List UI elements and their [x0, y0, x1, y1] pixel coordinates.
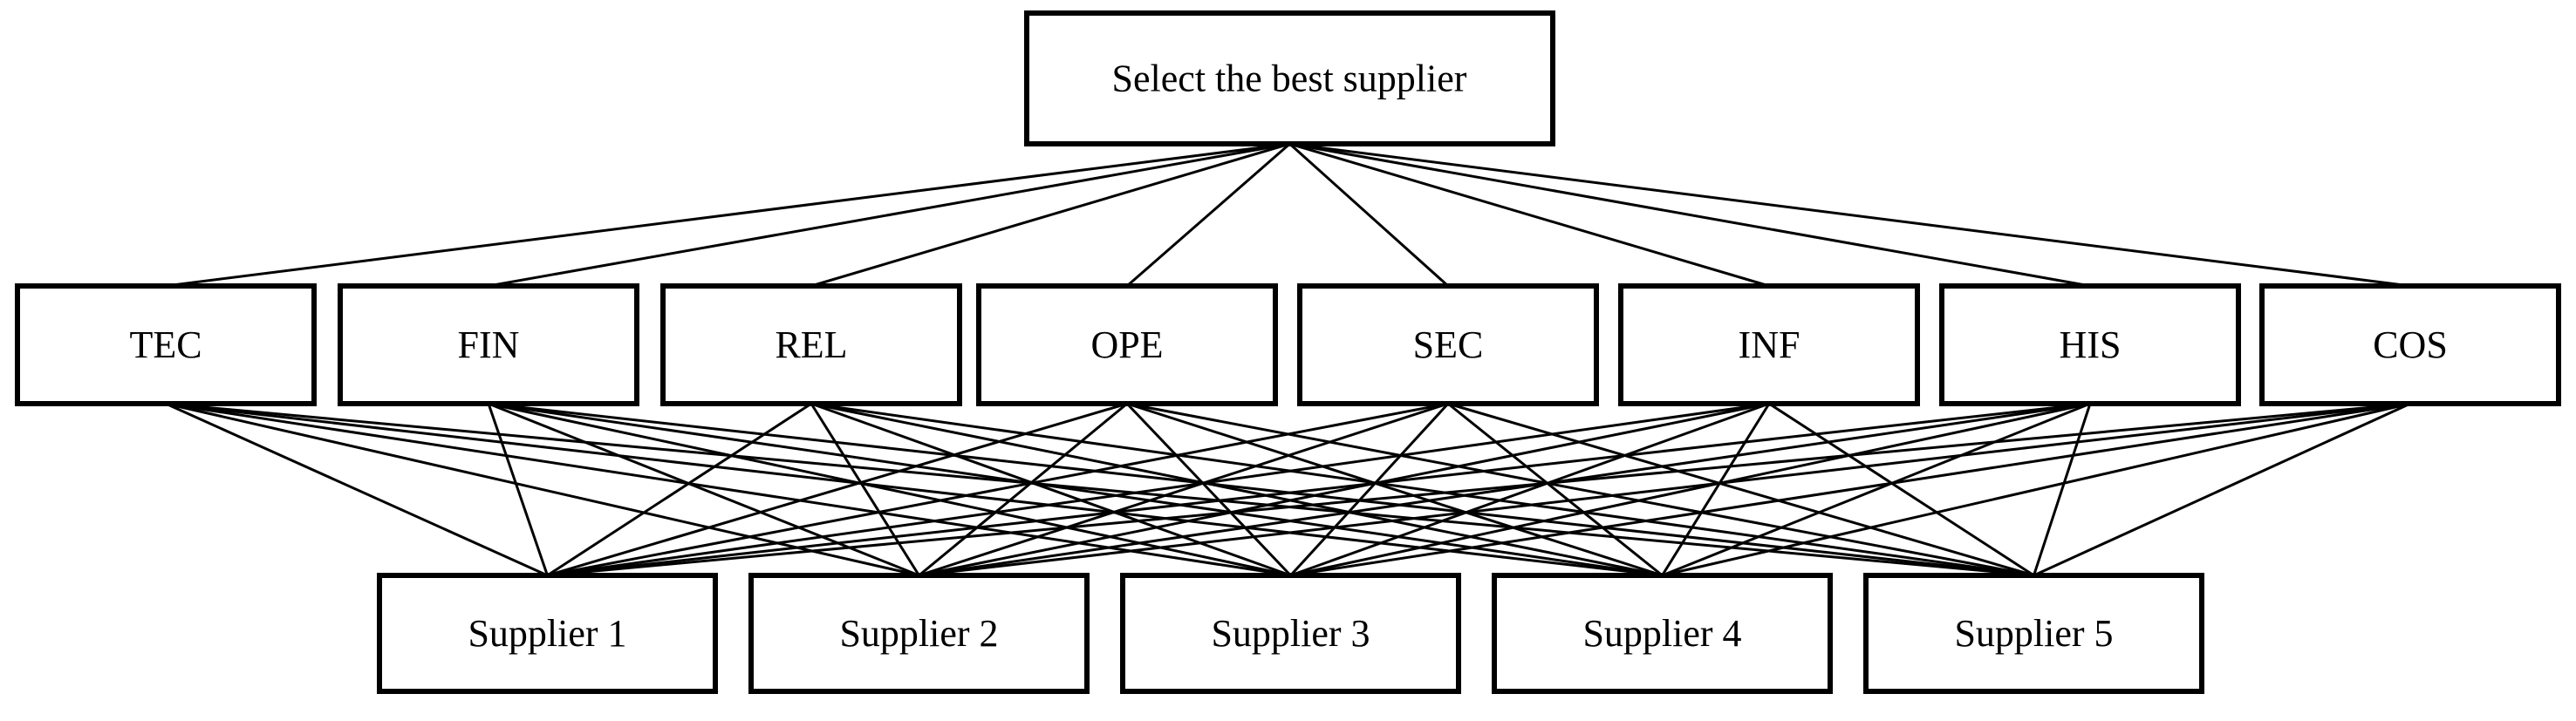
alternative-box-supplier-2	[748, 573, 1090, 694]
edge-goal-to-criterion-7	[1289, 142, 2411, 288]
alternative-node-supplier-4: Supplier 4	[1492, 573, 1833, 694]
edge-criterion-5-to-alternative-0	[547, 402, 1770, 577]
criterion-box-his	[1939, 283, 2241, 406]
edge-criterion-3-to-alternative-1	[918, 402, 1128, 577]
alternative-box-supplier-1	[377, 573, 718, 694]
edge-criterion-4-to-alternative-0	[547, 402, 1449, 577]
edge-criterion-3-to-alternative-2	[1125, 402, 1292, 577]
goal-node: Select the best supplier	[1024, 10, 1555, 146]
alternative-label-supplier-1: Supplier 1	[468, 612, 626, 655]
alternative-box-supplier-4	[1492, 573, 1833, 694]
edge-goal-to-criterion-4	[1288, 142, 1450, 288]
edge-criterion-7-to-alternative-4	[2033, 402, 2411, 577]
edge-criterion-5-to-alternative-4	[1768, 402, 2035, 577]
alternative-label-supplier-4: Supplier 4	[1582, 612, 1741, 655]
edge-criterion-4-to-alternative-2	[1289, 402, 1450, 577]
edge-criterion-5-to-alternative-3	[1661, 403, 1771, 576]
edge-goal-to-criterion-3	[1126, 142, 1291, 288]
edge-criterion-0-to-alternative-0	[165, 402, 549, 577]
edge-goal-to-criterion-1	[488, 142, 1290, 288]
alternatives-row: Supplier 1 Supplier 2 Supplier 3 Supplier 4…	[377, 573, 2204, 694]
edge-criterion-0-to-alternative-4	[165, 402, 2034, 577]
criterion-node-tec: TEC	[15, 283, 317, 406]
edge-criterion-5-to-alternative-1	[919, 402, 1770, 577]
criterion-label-his: HIS	[2060, 323, 2122, 366]
goal-label: Select the best supplier	[1112, 58, 1467, 100]
criterion-node-sec: SEC	[1297, 283, 1599, 406]
edge-criterion-2-to-alternative-4	[810, 402, 2034, 577]
criterion-label-rel: REL	[775, 323, 847, 366]
criterion-box-rel	[660, 283, 962, 406]
edge-criterion-6-to-alternative-0	[547, 402, 2091, 577]
criterion-box-fin	[338, 283, 639, 406]
edge-goal-to-criterion-6	[1289, 142, 2091, 288]
edge-criterion-3-to-alternative-0	[547, 402, 1128, 577]
edge-criterion-7-to-alternative-2	[1290, 402, 2411, 577]
alternative-node-supplier-2: Supplier 2	[748, 573, 1090, 694]
criterion-box-ope	[976, 283, 1278, 406]
edge-criterion-1-to-alternative-4	[488, 402, 2034, 577]
alternative-node-supplier-5: Supplier 5	[1863, 573, 2204, 694]
edges-layer	[165, 142, 2411, 577]
edge-criterion-6-to-alternative-3	[1661, 402, 2091, 577]
edge-goal-to-criterion-0	[165, 142, 1290, 288]
edge-criterion-1-to-alternative-2	[488, 402, 1291, 577]
criterion-label-ope: OPE	[1090, 323, 1163, 366]
edge-criterion-4-to-alternative-4	[1447, 402, 2034, 577]
edge-criterion-2-to-alternative-3	[810, 402, 1663, 577]
criterion-box-cos	[2259, 283, 2561, 406]
edge-criterion-2-to-alternative-0	[546, 402, 812, 577]
alternative-label-supplier-3: Supplier 3	[1211, 612, 1370, 655]
edge-criterion-6-to-alternative-4	[2033, 403, 2092, 576]
edge-criterion-7-to-alternative-3	[1662, 402, 2411, 577]
criterion-node-his: HIS	[1939, 283, 2241, 406]
criterion-label-inf: INF	[1739, 323, 1800, 366]
edge-criterion-6-to-alternative-1	[919, 402, 2091, 577]
alternative-box-supplier-3	[1120, 573, 1461, 694]
criterion-node-fin: FIN	[338, 283, 639, 406]
edge-criterion-5-to-alternative-2	[1289, 402, 1770, 577]
edge-criterion-1-to-alternative-1	[488, 402, 920, 577]
edge-criterion-6-to-alternative-2	[1290, 402, 2091, 577]
criteria-row: TEC FIN REL OPE SEC INF HIS COS	[15, 283, 2561, 406]
criterion-node-ope: OPE	[976, 283, 1278, 406]
edge-criterion-2-to-alternative-1	[810, 403, 920, 576]
alternative-node-supplier-1: Supplier 1	[377, 573, 718, 694]
edge-criterion-4-to-alternative-3	[1447, 402, 1664, 577]
edge-criterion-7-to-alternative-1	[919, 402, 2411, 577]
criterion-box-sec	[1297, 283, 1599, 406]
alternative-box-supplier-5	[1863, 573, 2204, 694]
edge-criterion-1-to-alternative-0	[487, 403, 549, 576]
criterion-label-sec: SEC	[1413, 323, 1484, 366]
edge-criterion-0-to-alternative-1	[165, 402, 919, 577]
goal-box	[1024, 10, 1555, 146]
edge-criterion-0-to-alternative-2	[165, 402, 1291, 577]
nodes-layer: Select the best supplier TEC FIN REL OPE SEC…	[15, 10, 2561, 694]
criterion-box-inf	[1618, 283, 1920, 406]
edge-criterion-1-to-alternative-3	[488, 402, 1663, 577]
criterion-label-tec: TEC	[129, 323, 202, 366]
criterion-node-cos: COS	[2259, 283, 2561, 406]
alternative-node-supplier-3: Supplier 3	[1120, 573, 1461, 694]
edge-criterion-0-to-alternative-3	[165, 402, 1663, 577]
criterion-box-tec	[15, 283, 317, 406]
criterion-label-cos: COS	[2373, 323, 2448, 366]
criterion-node-rel: REL	[660, 283, 962, 406]
edge-criterion-3-to-alternative-3	[1126, 402, 1663, 577]
edge-criterion-4-to-alternative-1	[919, 402, 1449, 577]
criterion-label-fin: FIN	[458, 323, 520, 366]
criterion-node-inf: INF	[1618, 283, 1920, 406]
alternative-label-supplier-5: Supplier 5	[1954, 612, 2113, 655]
edge-criterion-3-to-alternative-4	[1126, 402, 2034, 577]
edge-criterion-2-to-alternative-2	[810, 402, 1292, 577]
edge-goal-to-criterion-5	[1289, 142, 1770, 288]
alternative-label-supplier-2: Supplier 2	[839, 612, 998, 655]
edge-goal-to-criterion-2	[810, 142, 1290, 288]
edge-criterion-7-to-alternative-0	[547, 402, 2411, 577]
